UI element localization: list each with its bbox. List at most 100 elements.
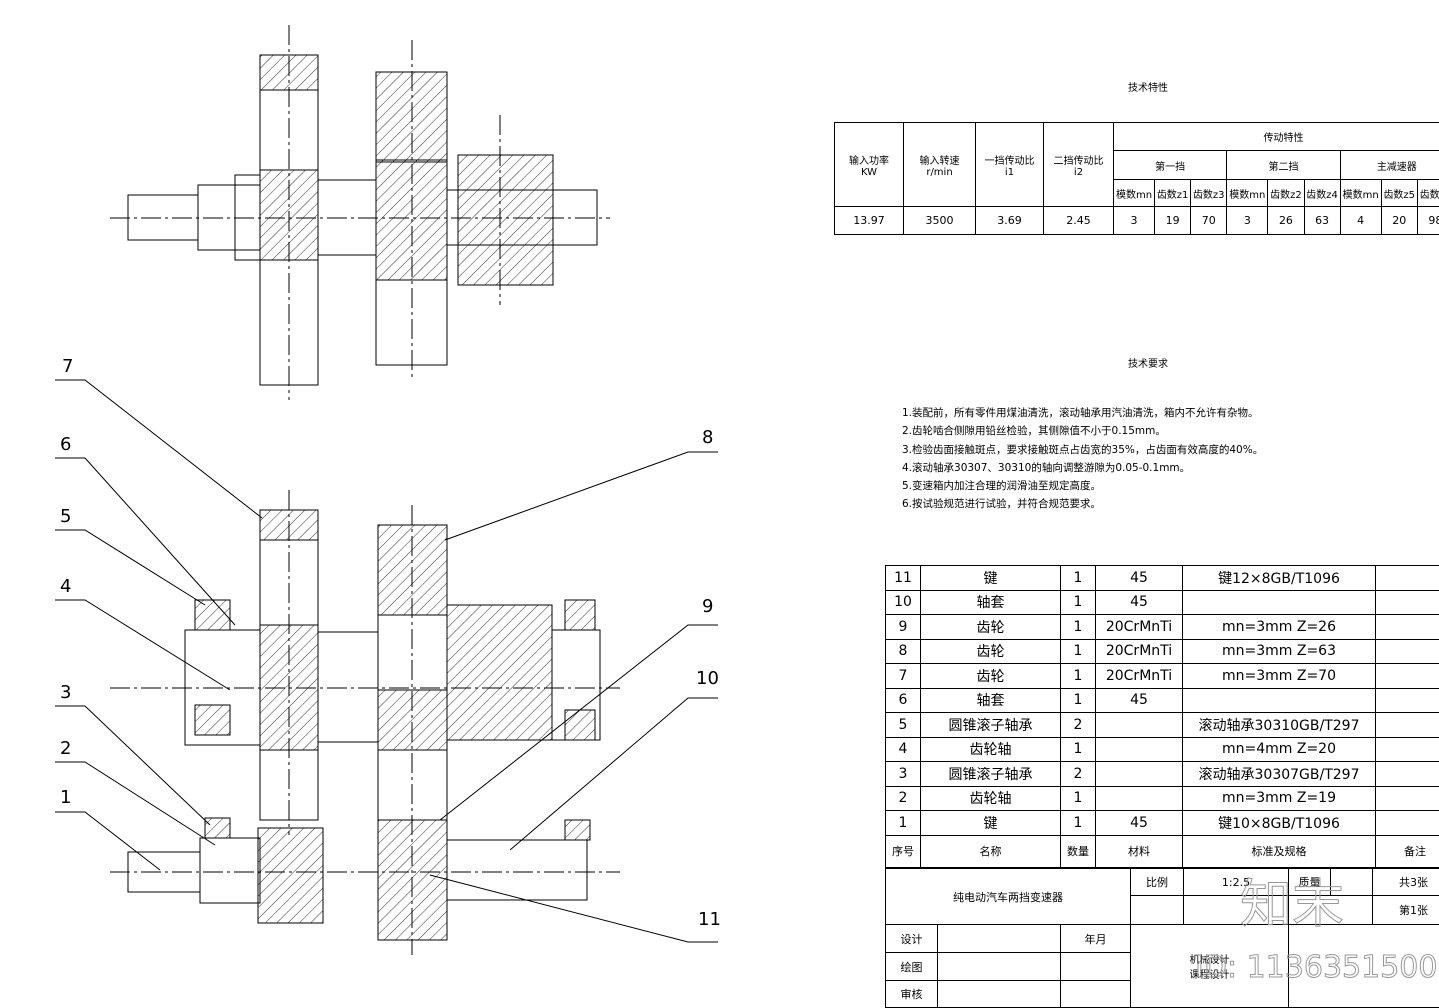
bom-cell: 滚动轴承30310GB/T297 (1183, 713, 1376, 738)
bom-cell: 2 (1061, 713, 1096, 738)
drawing-title: 纯电动汽车两挡变速器 (886, 869, 1131, 925)
bom-cell (1376, 811, 1439, 836)
bom-cell: 1 (1061, 615, 1096, 640)
part-label-5: 5 (60, 506, 71, 527)
bom-cell (1376, 615, 1439, 640)
bom-cell: 6 (886, 688, 921, 713)
requirement-item: 2.齿轮啮合侧隙用铅丝检验，其侧隙值不小于0.15mm。 (902, 422, 1263, 440)
bom-cell (1376, 786, 1439, 811)
bom-cell: 7 (886, 664, 921, 689)
bom-cell: 3 (886, 762, 921, 787)
requirements-list: 1.装配前，所有零件用煤油清洗，滚动轴承用汽油清洗，箱内不允许有杂物。 2.齿轮… (902, 404, 1263, 514)
part-label-1: 1 (60, 787, 71, 808)
bom-cell: 20CrMnTi (1096, 639, 1183, 664)
requirement-item: 3.检验齿面接触斑点，要求接触斑点占齿宽的35%，占齿面有效高度的40%。 (902, 441, 1263, 459)
watermark-id: ID: 1136351500 (1195, 950, 1437, 985)
bom-cell (1096, 762, 1183, 787)
requirements-title: 技术要求 (1128, 355, 1168, 370)
bom-cell: 滚动轴承30307GB/T297 (1183, 762, 1376, 787)
bom-cell: 9 (886, 615, 921, 640)
bom-cell: mn=4mm Z=20 (1183, 737, 1376, 762)
bom-cell (1376, 639, 1439, 664)
spec-title: 技术特性 (1128, 79, 1168, 94)
bom-cell: 2 (1061, 762, 1096, 787)
requirement-item: 5.变速箱内加注合理的润滑油至规定高度。 (902, 477, 1263, 495)
bom-cell: 1 (1061, 688, 1096, 713)
bom-cell: 键 (921, 566, 1061, 591)
bom-cell: 1 (886, 811, 921, 836)
bom-cell: 11 (886, 566, 921, 591)
part-label-7: 7 (62, 356, 73, 377)
part-label-8: 8 (702, 427, 713, 448)
bom-cell: mn=3mm Z=70 (1183, 664, 1376, 689)
bom-cell: 键10×8GB/T1096 (1183, 811, 1376, 836)
bom-cell (1376, 688, 1439, 713)
bom-cell: 45 (1096, 566, 1183, 591)
bom-cell: 1 (1061, 566, 1096, 591)
bom-cell: 圆锥滚子轴承 (921, 762, 1061, 787)
bom-cell (1096, 737, 1183, 762)
bom-cell: 1 (1061, 664, 1096, 689)
bom-cell: 45 (1096, 688, 1183, 713)
bom-cell (1376, 713, 1439, 738)
bom-cell: 1 (1061, 590, 1096, 615)
bom-cell: 轴套 (921, 688, 1061, 713)
bom-cell (1376, 566, 1439, 591)
bom-cell: 8 (886, 639, 921, 664)
bom-cell: 1 (1061, 639, 1096, 664)
bom-cell: 10 (886, 590, 921, 615)
requirement-item: 4.滚动轴承30307、30310的轴向调整游隙为0.05-0.1mm。 (902, 459, 1263, 477)
bom-cell: 键12×8GB/T1096 (1183, 566, 1376, 591)
bom-cell: 键 (921, 811, 1061, 836)
top-view (110, 25, 610, 400)
part-label-6: 6 (60, 434, 71, 455)
bom-cell: mn=3mm Z=63 (1183, 639, 1376, 664)
bom-cell (1376, 664, 1439, 689)
part-label-10: 10 (696, 668, 719, 689)
bom-cell (1376, 737, 1439, 762)
bom-header: 序号名称数量 材料标准及规格备注 (886, 835, 1439, 867)
bom-cell: 20CrMnTi (1096, 615, 1183, 640)
bom-cell: 45 (1096, 811, 1183, 836)
bom-cell: 齿轮 (921, 664, 1061, 689)
bom-cell: 1 (1061, 737, 1096, 762)
bom-cell: 45 (1096, 590, 1183, 615)
bom-cell: 5 (886, 713, 921, 738)
bom-cell: 20CrMnTi (1096, 664, 1183, 689)
watermark-logo: 知末 (1240, 862, 1344, 937)
bom-cell: 齿轮轴 (921, 786, 1061, 811)
part-label-4: 4 (60, 576, 71, 597)
part-label-3: 3 (60, 682, 71, 703)
section-view (110, 490, 620, 955)
bom-cell (1096, 786, 1183, 811)
bom-cell: mn=3mm Z=26 (1183, 615, 1376, 640)
bom-cell: 圆锥滚子轴承 (921, 713, 1061, 738)
bom-cell (1183, 590, 1376, 615)
bom-cell: 齿轮轴 (921, 737, 1061, 762)
part-label-9: 9 (702, 596, 713, 617)
bom-cell (1183, 688, 1376, 713)
bom-cell: mn=3mm Z=19 (1183, 786, 1376, 811)
requirement-item: 6.按试验规范进行试验，并符合规范要求。 (902, 495, 1263, 513)
part-label-11: 11 (698, 909, 721, 930)
requirement-item: 1.装配前，所有零件用煤油清洗，滚动轴承用汽油清洗，箱内不允许有杂物。 (902, 404, 1263, 422)
bom-cell: 1 (1061, 811, 1096, 836)
bom-cell: 轴套 (921, 590, 1061, 615)
bom-cell (1096, 713, 1183, 738)
bom-cell: 1 (1061, 786, 1096, 811)
bom-cell: 齿轮 (921, 639, 1061, 664)
part-label-2: 2 (60, 738, 71, 759)
